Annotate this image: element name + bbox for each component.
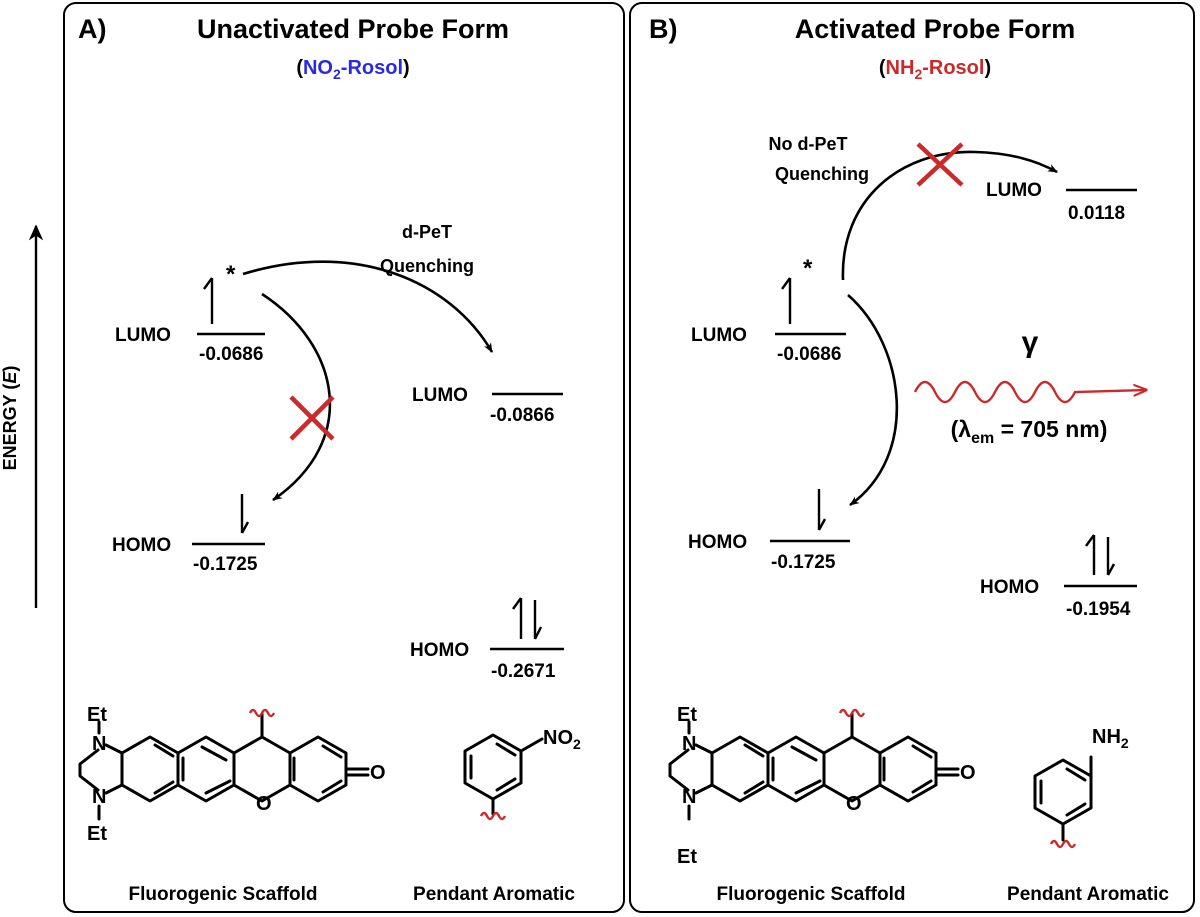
panel-b-process-line1: No d-PeT — [769, 134, 848, 154]
carbonyl-bond — [934, 767, 960, 777]
panel-b-title: Activated Probe Form — [795, 14, 1076, 44]
panel-b-blocked-dpet-arrow — [841, 150, 1058, 281]
panel-a-process-line1: d-PeT — [402, 222, 452, 242]
panel-a-scaffold-lumo-label: LUMO — [115, 325, 171, 346]
panel-b-pendant-lumo-value: 0.0118 — [1068, 203, 1125, 224]
ring-o-label: O — [846, 793, 862, 815]
ring-d-right — [878, 735, 938, 803]
panel-b-frame — [629, 2, 1195, 913]
benzene-double-bonds — [1039, 767, 1087, 817]
panel-b-pendant-electron-pair — [1085, 534, 1116, 576]
panel-b-pendant-lumo-label: LUMO — [986, 180, 1042, 201]
panel-b-caption-scaffold: Fluorogenic Scaffold — [717, 884, 906, 905]
panel-b-excited-mark: * — [803, 255, 813, 282]
panel-b-scaffold-structure: Et N N Et O O — [668, 704, 976, 868]
panel-a-scaffold-homo-label: HOMO — [112, 535, 171, 556]
panel-a-scaffold-homo-value: -0.1725 — [193, 554, 258, 575]
panel-a-caption-pendant: Pendant Aromatic — [413, 884, 575, 905]
panel-b-pendant-homo-label: HOMO — [980, 577, 1039, 598]
energy-axis: ENERGY (E) — [0, 224, 44, 608]
fused-left-ring — [668, 743, 714, 795]
panel-a-process-line2: Quenching — [380, 256, 474, 276]
panel-b-blocked-cross — [916, 142, 964, 187]
panel-b-scaffold-lumo-label: LUMO — [691, 325, 747, 346]
panel-b-lumo-electron-up — [781, 277, 792, 324]
benzene-ring — [1033, 758, 1093, 826]
panel-b-caption-pendant: Pendant Aromatic — [1007, 884, 1169, 905]
attachment-wavy — [248, 708, 276, 718]
panel-a-scaffold-structure: Et N N Et O O — [78, 704, 386, 845]
panel-a-lumo-electron-up — [203, 277, 214, 324]
nitro-label: NO2 — [543, 727, 581, 752]
ring-d-right — [288, 735, 348, 803]
panel-b: B) Activated Probe Form (NH2-Rosol) LUMO… — [629, 2, 1195, 913]
panel-b-probe-name: (NH2-Rosol) — [879, 57, 991, 82]
emission-wave — [913, 380, 1146, 404]
panel-a-letter: A) — [78, 14, 107, 44]
panel-a-pendant-structure: NO2 — [463, 727, 581, 821]
energy-axis-label: ENERGY (E) — [0, 366, 20, 471]
amine-label: NH2 — [1092, 726, 1129, 751]
panel-a-pendant-electron-pair — [512, 597, 543, 640]
panel-a-frame — [63, 2, 625, 913]
panel-b-emission: γ (λem = 705 nm) — [913, 326, 1146, 447]
et-bottom-label: Et — [87, 823, 107, 845]
benzene-ring — [463, 733, 523, 801]
emission-photon-symbol: γ — [1022, 326, 1039, 359]
ring-a-left — [710, 735, 770, 803]
panel-b-scaffold-lumo-value: -0.0686 — [777, 344, 841, 365]
panel-a-scaffold-lumo-value: -0.0686 — [199, 344, 263, 365]
n-bottom-label: N — [682, 786, 696, 808]
fused-left-ring — [78, 743, 124, 795]
panel-a-caption-scaffold: Fluorogenic Scaffold — [129, 884, 318, 905]
attachment-wavy — [479, 811, 507, 821]
panel-a-relaxation-arrow — [261, 292, 332, 502]
panel-b-scaffold-homo-label: HOMO — [688, 532, 747, 553]
carbonyl-bond — [344, 767, 370, 777]
panel-a-homo-electron-down — [240, 494, 250, 534]
double-bonds — [743, 743, 933, 795]
ring-a-left — [120, 735, 180, 803]
et-top-label: Et — [677, 704, 697, 726]
attachment-wavy — [838, 708, 866, 718]
panel-a-pendant-lumo-value: -0.0866 — [490, 405, 554, 426]
panel-a-pendant-homo-value: -0.2671 — [491, 661, 556, 682]
panel-a-title: Unactivated Probe Form — [197, 14, 509, 44]
ring-c-pyran — [822, 735, 882, 803]
panel-b-pendant-structure: NH2 — [1033, 726, 1129, 849]
panel-b-letter: B) — [649, 14, 678, 44]
panel-a-dpet-arrow — [242, 260, 494, 353]
n-top-label: N — [92, 733, 106, 755]
n-bottom-label: N — [92, 786, 106, 808]
carbonyl-o-label: O — [370, 762, 386, 784]
panel-b-relaxation-arrow — [847, 294, 899, 507]
et-top-label: Et — [87, 704, 107, 726]
panel-a-pendant-lumo-label: LUMO — [412, 385, 468, 406]
benzene-double-bonds — [469, 742, 517, 792]
et-bottom-label: Et — [677, 846, 697, 868]
panel-a-blocked-cross — [289, 395, 335, 441]
panel-b-pendant-homo-value: -0.1954 — [1066, 599, 1131, 620]
panel-b-homo-electron-down — [817, 489, 827, 531]
double-bonds — [153, 743, 343, 795]
panel-a-excited-mark: * — [226, 261, 236, 288]
carbonyl-o-label: O — [960, 762, 976, 784]
emission-wavelength: (λem = 705 nm) — [951, 416, 1108, 447]
panel-a-pendant-homo-label: HOMO — [410, 640, 469, 661]
panel-b-scaffold-homo-value: -0.1725 — [771, 552, 836, 573]
ring-c-pyran — [232, 735, 292, 803]
attachment-wavy — [1049, 839, 1077, 849]
panel-a: A) Unactivated Probe Form (NO2-Rosol) LU… — [63, 2, 625, 913]
n-top-label: N — [682, 733, 696, 755]
substituent-bond — [519, 737, 544, 753]
panel-b-process-line2: Quenching — [775, 164, 869, 184]
ring-o-label: O — [256, 793, 272, 815]
panel-a-probe-name: (NO2-Rosol) — [296, 57, 409, 82]
